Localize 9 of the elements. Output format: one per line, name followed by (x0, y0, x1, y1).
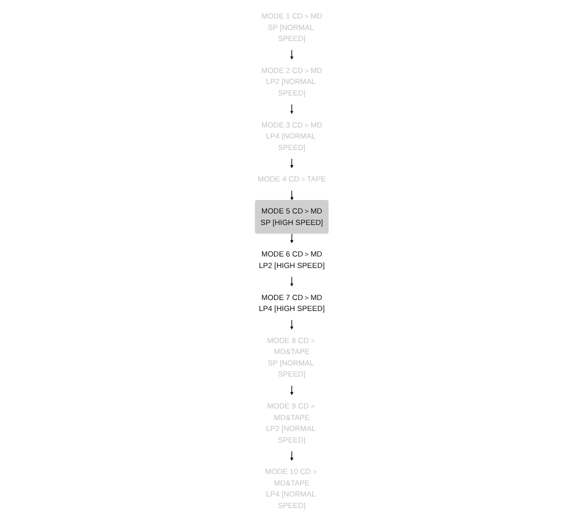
arrow (290, 450, 294, 461)
arrow (290, 50, 294, 60)
arrow (290, 158, 294, 168)
arrow (290, 385, 294, 396)
arrow (290, 276, 294, 286)
arrow (290, 104, 294, 114)
arrow (290, 190, 294, 200)
arrow (290, 320, 294, 330)
arrow (290, 234, 294, 244)
